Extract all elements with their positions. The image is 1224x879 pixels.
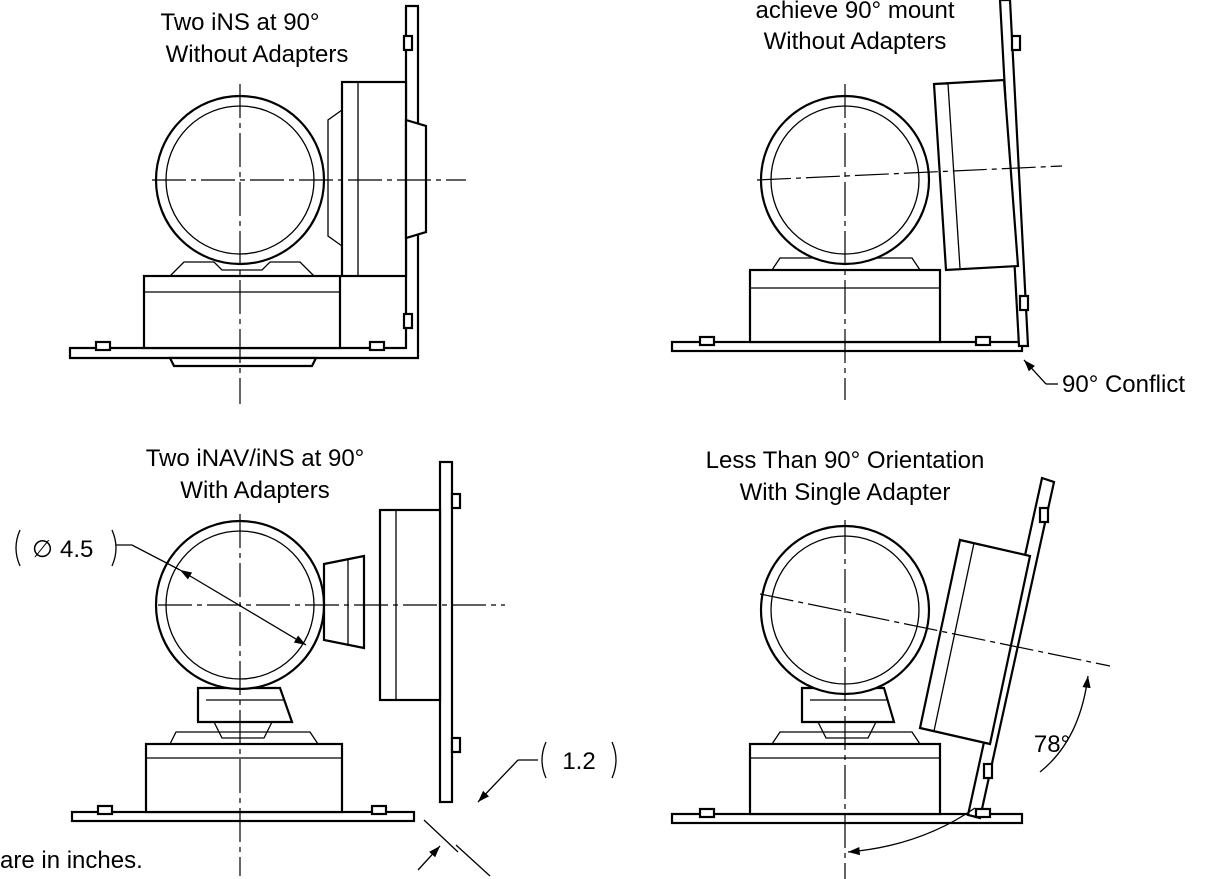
- title-line2: Without Adapters: [166, 41, 349, 68]
- vertical-plate: [438, 460, 454, 804]
- diameter-value: 4.5: [60, 536, 93, 563]
- panel-bottom-right: Less Than 90° Orientation With Single Ad…: [670, 447, 1111, 879]
- diameter-symbol: ∅: [32, 536, 53, 563]
- adapter-bottom: [196, 686, 294, 724]
- ins-unit-side: [918, 538, 1032, 746]
- title-line2: Without Adapters: [764, 28, 947, 55]
- ins-unit-bottom: [144, 742, 344, 814]
- panel-bottom-left: Two iNAV/iNS at 90° With Adapters: [15, 445, 617, 877]
- panel-top-right: achieve 90° mount Without Adapters 90° C…: [670, 0, 1185, 400]
- offset-value: 1.2: [562, 748, 595, 775]
- title-line1: achieve 90° mount: [755, 0, 954, 24]
- base-plate: [70, 810, 416, 823]
- bracket-plate: [68, 4, 420, 360]
- title-line2: With Single Adapter: [740, 479, 951, 506]
- ins-unit-side: [340, 80, 408, 278]
- title-line2: With Adapters: [180, 477, 329, 504]
- fasteners: [698, 34, 1030, 347]
- base-plate: [670, 340, 1024, 353]
- fasteners: [96, 492, 462, 816]
- title-line1: Less Than 90° Orientation: [706, 447, 985, 474]
- units-note: are in inches.: [0, 847, 143, 874]
- ins-unit-bottom: [142, 274, 342, 350]
- title-line1: Two iNAV/iNS at 90°: [146, 445, 365, 472]
- panel-top-left: Two iNS at 90° Without Adapters: [68, 4, 466, 404]
- ins-unit-side: [932, 78, 1020, 272]
- angle-label: 78°: [1034, 731, 1070, 758]
- fasteners: [698, 506, 1050, 819]
- title-line1: Two iNS at 90°: [161, 9, 320, 36]
- conflict-callout: 90° Conflict: [1062, 371, 1185, 398]
- fasteners: [94, 34, 414, 352]
- adapter-side: [322, 554, 366, 650]
